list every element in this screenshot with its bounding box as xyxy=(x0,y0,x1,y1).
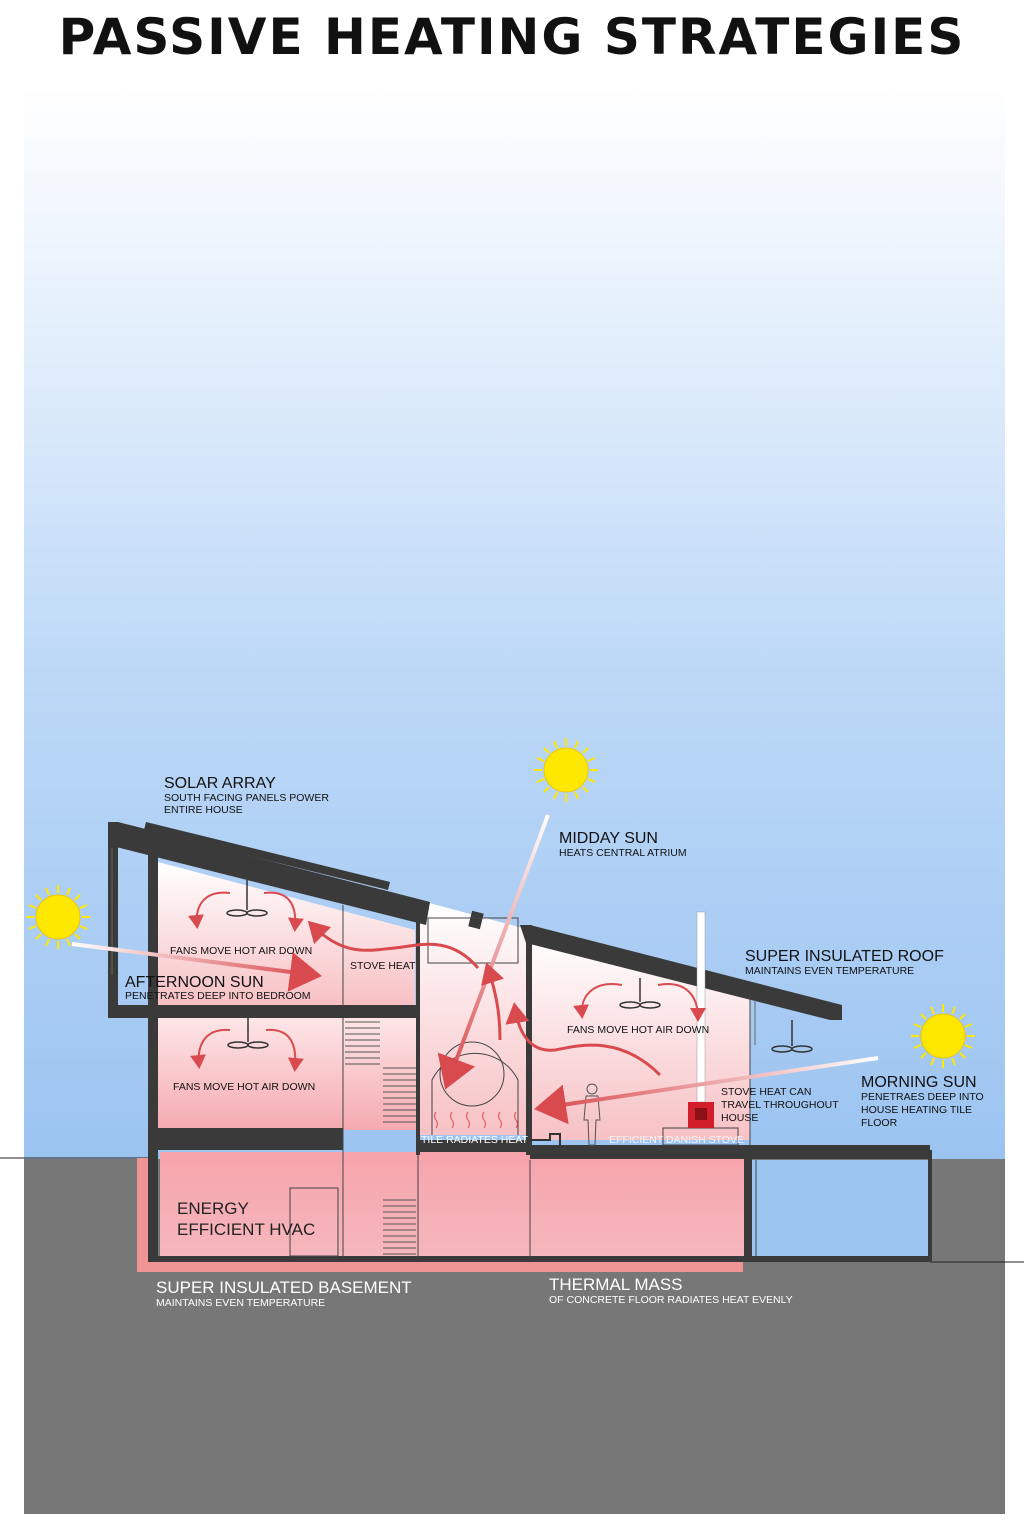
sun-icon xyxy=(534,738,598,802)
tile-radiates-label: TILE RADIATES HEAT xyxy=(421,1134,529,1146)
stove-travel-line2: TRAVEL THROUGHOUT xyxy=(721,1099,839,1111)
morning-sun-ray xyxy=(534,1056,879,1125)
lower-left-room xyxy=(158,1018,343,1130)
afternoon-sun-sub: PENETRATES DEEP INTO BEDROOM xyxy=(125,990,311,1002)
stove-heat-label: STOVE HEAT xyxy=(350,960,416,972)
basement-insulation-bottom xyxy=(137,1262,743,1272)
roof-sub: MAINTAINS EVEN TEMPERATURE xyxy=(745,965,914,977)
right-room-arrow xyxy=(505,1002,662,1077)
upper-left-room xyxy=(158,862,415,1005)
midday-sun-title: MIDDAY SUN xyxy=(559,830,658,847)
garage-area xyxy=(750,1160,930,1258)
structure xyxy=(108,822,932,1262)
page-title: PASSIVE HEATING STRATEGIES xyxy=(58,8,966,66)
roof-title: SUPER INSULATED ROOF xyxy=(745,948,944,965)
person-icon xyxy=(583,1083,601,1146)
fan-icon xyxy=(226,880,268,917)
fan-icon xyxy=(227,1018,269,1049)
stove-travel-line3: HOUSE xyxy=(721,1112,758,1124)
stove-heat-arrow xyxy=(307,920,480,969)
midday-sun-sub: HEATS CENTRAL ATRIUM xyxy=(559,847,687,859)
stairs xyxy=(345,1021,416,1255)
solar-array-line2: ENTIRE HOUSE xyxy=(164,804,243,816)
stove-travel-line1: STOVE HEAT CAN xyxy=(721,1086,811,1098)
basement-sub: MAINTAINS EVEN TEMPERATURE xyxy=(156,1297,325,1309)
morning-sun-line2: HOUSE HEATING TILE xyxy=(861,1104,972,1116)
morning-sun-line1: PENETRAES DEEP INTO xyxy=(861,1091,984,1103)
solar-array-title: SOLAR ARRAY xyxy=(164,775,276,792)
thermal-mass-sub: OF CONCRETE FLOOR RADIATES HEAT EVENLY xyxy=(549,1294,793,1306)
morning-sun-title: MORNING SUN xyxy=(861,1074,977,1091)
solar-panel xyxy=(144,822,390,890)
hvac-line1: ENERGY xyxy=(177,1199,249,1218)
morning-sun-line3: FLOOR xyxy=(861,1117,898,1129)
hvac-line2: EFFICIENT HVAC xyxy=(177,1220,315,1239)
sun-icon xyxy=(26,885,90,949)
sun-icon xyxy=(911,1004,975,1068)
right-living-room xyxy=(530,935,750,1140)
fan-icon xyxy=(771,1020,813,1053)
danish-stove-label: EFFICIENT DANISH STOVE xyxy=(609,1134,744,1146)
atrium-circulation-arrow xyxy=(481,962,504,1041)
solar-array-line1: SOUTH FACING PANELS POWER xyxy=(164,792,329,804)
basement-title: SUPER INSULATED BASEMENT xyxy=(156,1278,412,1297)
afternoon-sun-title: AFTERNOON SUN xyxy=(125,974,264,991)
fans-lower-left-label: FANS MOVE HOT AIR DOWN xyxy=(173,1081,315,1093)
tile-heat-waves xyxy=(434,1111,518,1129)
midday-sun-ray xyxy=(437,814,550,1090)
fans-upper-left-label: FANS MOVE HOT AIR DOWN xyxy=(170,945,312,957)
afternoon-sun-ray xyxy=(71,942,322,992)
thermal-mass-title: THERMAL MASS xyxy=(549,1275,683,1294)
fans-right-label: FANS MOVE HOT AIR DOWN xyxy=(567,1024,709,1036)
basement-room xyxy=(160,1152,744,1258)
fan-icon xyxy=(619,978,661,1009)
